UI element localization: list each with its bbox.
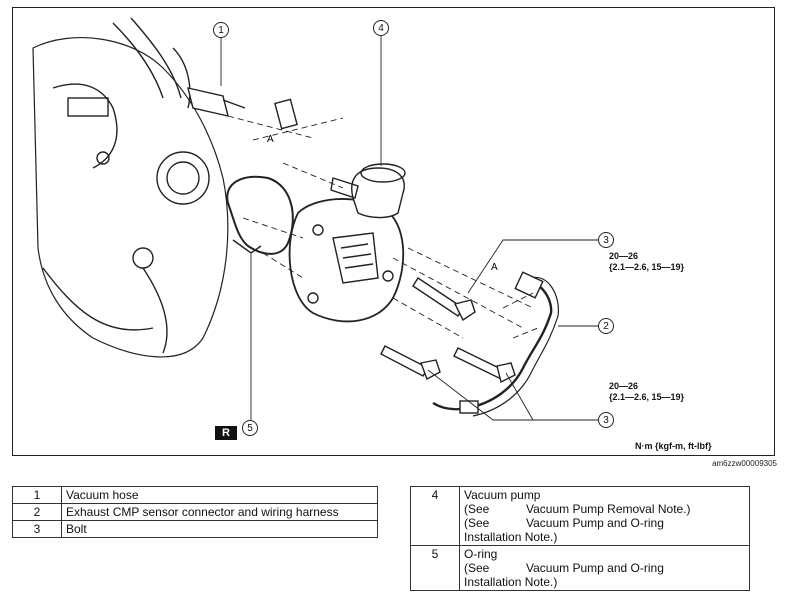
see-reference-link[interactable]: (See Vacuum Pump Removal Note.)	[464, 502, 691, 516]
ref-letter-a-2: A	[491, 262, 498, 273]
ref-letter-a: A	[267, 134, 274, 145]
callout-5: 5	[242, 420, 258, 436]
torque-lower-alt: {2.1—2.6, 15—19}	[609, 392, 685, 402]
exploded-view-drawing: A A	[32, 17, 598, 421]
legend-row: 5 O-ring (See Vacuum Pump and O-ring Ins…	[410, 545, 750, 591]
see-reference-cont: Installation Note.)	[464, 530, 558, 544]
legend-num: 2	[12, 503, 62, 521]
legend-row: 1 Vacuum hose	[12, 486, 378, 504]
legend-num: 4	[410, 486, 460, 546]
torque-spec-lower: 20—26 {2.1—2.6, 15—19}	[609, 381, 684, 403]
image-id: am6zzw00009305	[712, 459, 777, 468]
callout-1: 1	[213, 22, 229, 38]
legend-cell: O-ring (See Vacuum Pump and O-ring Insta…	[459, 545, 750, 591]
see-reference-link[interactable]: (See Vacuum Pump and O-ring	[464, 516, 664, 530]
legend-name: Vacuum pump	[464, 488, 541, 502]
see-reference-cont: Installation Note.)	[464, 575, 558, 589]
legend-table-left: 1 Vacuum hose 2 Exhaust CMP sensor conne…	[12, 486, 378, 538]
torque-units: N·m {kgf-m, ft-lbf}	[635, 441, 712, 451]
legend-row: 3 Bolt	[12, 520, 378, 538]
diagram-frame: A A 1 4 3 2 3 5 20—26 {2.1—2.6, 15—19} 2…	[12, 7, 775, 456]
legend-name: Exhaust CMP sensor connector and wiring …	[61, 503, 378, 521]
torque-lower-nm: 20—26	[609, 381, 639, 391]
legend-cell: Vacuum pump (See Vacuum Pump Removal Not…	[459, 486, 750, 546]
legend-row: 4 Vacuum pump (See Vacuum Pump Removal N…	[410, 486, 750, 546]
callout-3-lower: 3	[598, 412, 614, 428]
legend-name: O-ring	[464, 547, 498, 561]
legend-num: 1	[12, 486, 62, 504]
torque-upper-alt: {2.1—2.6, 15—19}	[609, 262, 685, 272]
torque-upper-nm: 20—26	[609, 251, 639, 261]
replace-badge: R	[215, 426, 237, 440]
callout-3-upper: 3	[598, 232, 614, 248]
legend-row: 2 Exhaust CMP sensor connector and wirin…	[12, 503, 378, 521]
callout-4: 4	[373, 20, 389, 36]
callout-2: 2	[598, 318, 614, 334]
legend-table-right: 4 Vacuum pump (See Vacuum Pump Removal N…	[410, 486, 750, 591]
legend-name: Vacuum hose	[61, 486, 378, 504]
legend-name: Bolt	[61, 520, 378, 538]
legend-num: 3	[12, 520, 62, 538]
torque-spec-upper: 20—26 {2.1—2.6, 15—19}	[609, 251, 684, 273]
legend-num: 5	[410, 545, 460, 591]
see-reference-link[interactable]: (See Vacuum Pump and O-ring	[464, 561, 664, 575]
